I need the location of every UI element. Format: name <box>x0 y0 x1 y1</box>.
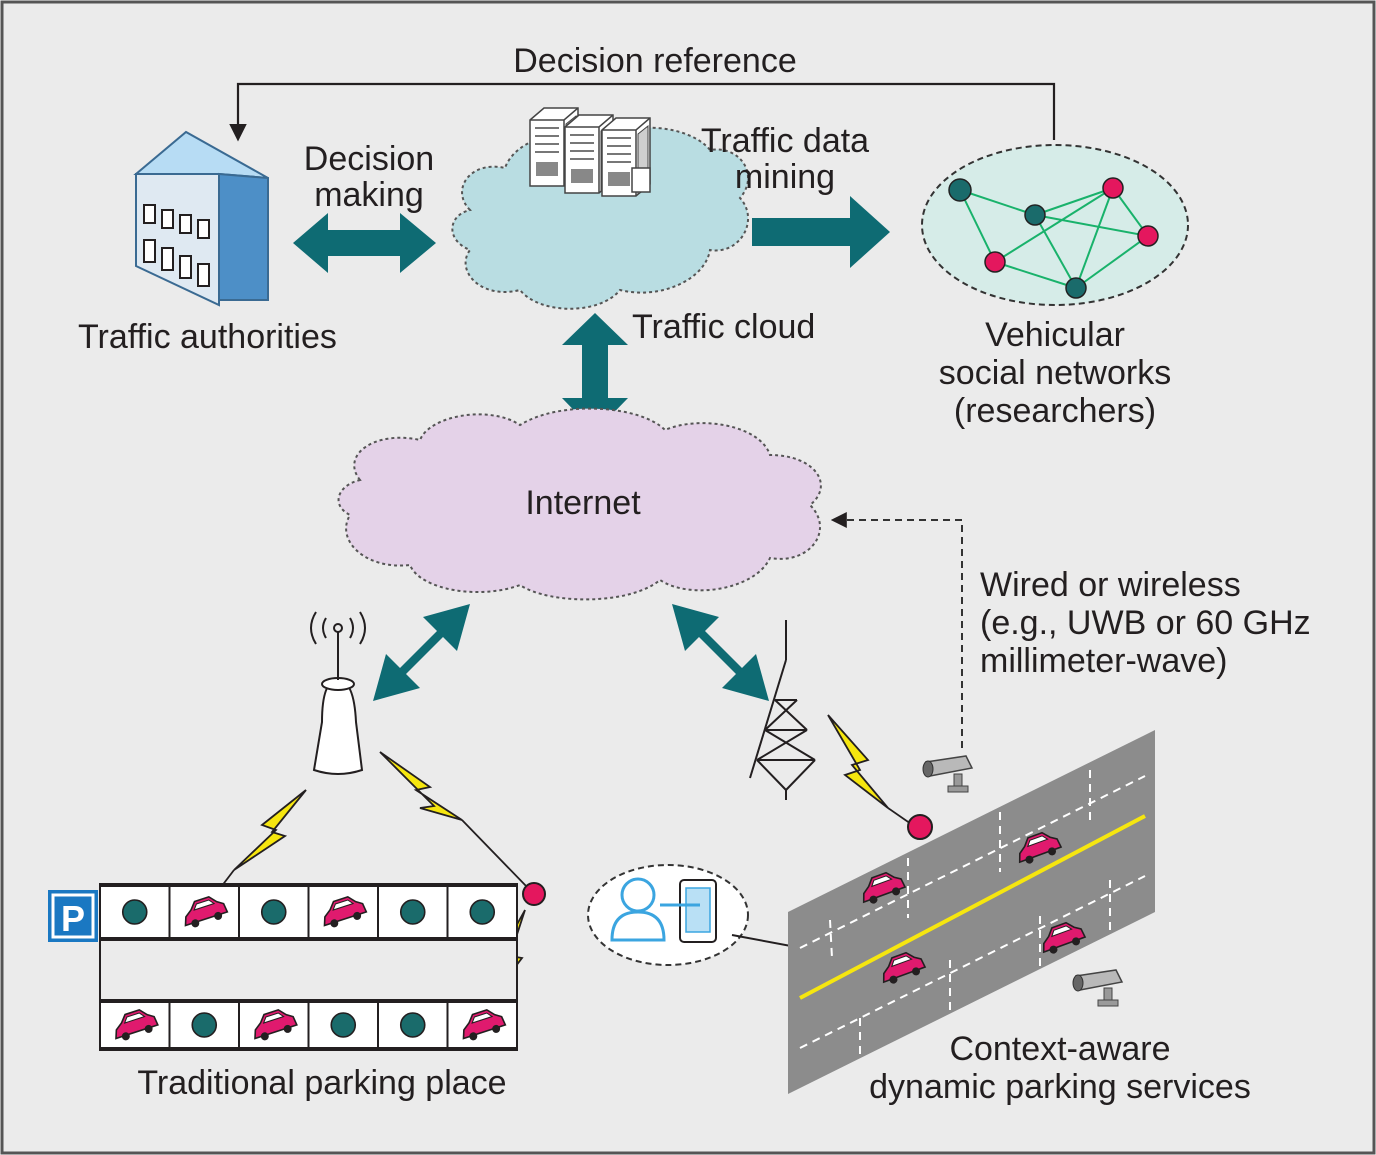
traffic-authorities-label: Traffic authorities <box>78 318 337 356</box>
roadside-unit-node <box>522 882 546 906</box>
parking-slot-spot <box>168 1001 240 1049</box>
decision-making-label-2: making <box>314 176 424 214</box>
building-icon <box>133 130 269 307</box>
traffic-cloud-label: Traffic cloud <box>632 308 816 346</box>
decision-making-label-1: Decision <box>303 140 435 178</box>
traditional-parking-label: Traditional parking place <box>137 1064 507 1102</box>
wired-wireless-label-2: (e.g., UWB or 60 GHz <box>980 604 1311 642</box>
parking-lot <box>99 883 518 1051</box>
context-aware-label-2: dynamic parking services <box>869 1068 1251 1106</box>
vsn-label-3: (researchers) <box>953 392 1157 430</box>
parking-slot-spot <box>307 1001 379 1049</box>
internet-ap-arrow <box>373 604 470 701</box>
wired-wireless-link <box>830 512 963 748</box>
decision-making-arrow <box>293 213 436 273</box>
traffic-data-mining-label-1: Traffic data <box>700 122 870 160</box>
dynamic-parking-road <box>788 730 1155 1094</box>
road-sensor-node <box>907 814 933 840</box>
access-point-icon <box>310 611 366 775</box>
vsn-label-1: Vehicular <box>985 316 1125 354</box>
traffic-data-mining-label-2: mining <box>734 158 836 196</box>
parking-slot-car <box>99 1001 171 1049</box>
smartphone-user-icon <box>587 864 749 966</box>
internet-cloud-shape <box>337 407 822 601</box>
parking-slot-spot <box>238 885 310 939</box>
cell-tower-icon <box>749 620 816 800</box>
internet-tower-arrow <box>672 604 769 701</box>
server-icon <box>529 107 651 197</box>
parking-sign-letter: P <box>61 898 85 939</box>
vsn-label-2: social networks <box>938 354 1172 392</box>
parking-slot-spot <box>446 885 518 939</box>
parking-slot-spot <box>377 1001 449 1049</box>
parking-slot-spot <box>99 885 171 939</box>
parking-slot-car <box>307 885 379 939</box>
decision-reference-label: Decision reference <box>513 42 797 80</box>
context-aware-label-1: Context-aware <box>949 1030 1171 1068</box>
data-mining-arrow <box>752 196 890 268</box>
parking-slot-car <box>238 1001 310 1049</box>
social-network-graph <box>921 144 1189 306</box>
parking-sign-icon: P <box>48 890 98 942</box>
internet-label: Internet <box>525 484 641 522</box>
decision-reference-connector <box>229 82 1056 142</box>
traffic-cloud-shape <box>451 126 750 310</box>
wired-wireless-label-3: millimeter-wave) <box>980 642 1228 680</box>
parking-slot-spot <box>377 885 449 939</box>
parking-slot-car <box>168 885 240 939</box>
cloud-internet-arrow <box>562 313 628 432</box>
wired-wireless-label-1: Wired or wireless <box>980 566 1241 604</box>
parking-slot-car <box>446 1001 518 1049</box>
